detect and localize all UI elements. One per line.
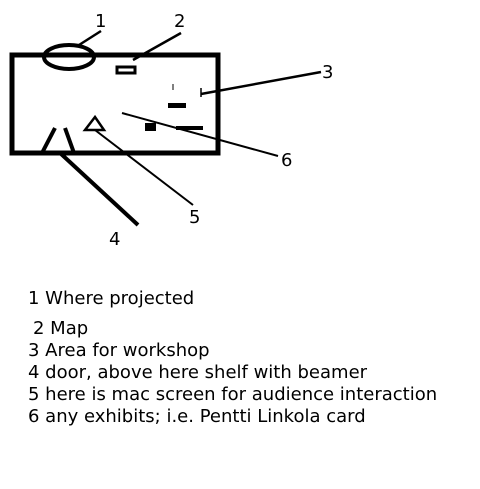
legend-item-exhibits: 6 any exhibits; i.e. Pentti Linkola card: [28, 406, 366, 427]
leader-line-5: [94, 129, 194, 206]
room-floor-plan: 1 2 3 4 5 6: [9, 11, 333, 250]
callout-number-1: 1: [95, 11, 106, 32]
workshop-area-mark: [168, 103, 186, 108]
leader-line-3: [200, 70, 322, 96]
leader-line-4: [57, 150, 140, 227]
door-line-left: [40, 127, 57, 154]
callout-number-2: 2: [174, 11, 185, 32]
door-line-right: [63, 127, 76, 154]
room-outline: [9, 52, 221, 156]
projection-area-marker: [42, 43, 96, 71]
callout-number-4: 4: [109, 229, 120, 250]
legend-item-mac-screen: 5 here is mac screen for audience intera…: [28, 384, 438, 405]
legend: 1 Where projected 2 Map 3 Area for works…: [28, 288, 437, 428]
legend-item-map: 2 Map: [33, 318, 89, 339]
mac-screen-marker: [82, 114, 107, 132]
exhibit-table-mark: [176, 126, 203, 130]
leader-line-2: [132, 31, 182, 62]
legend-item-projection: 1 Where projected: [28, 288, 195, 309]
callout-number-3: 3: [322, 62, 333, 83]
legend-item-workshop: 3 Area for workshop: [28, 340, 210, 361]
callout-number-6: 6: [281, 150, 292, 171]
legend-item-door: 4 door, above here shelf with beamer: [28, 362, 368, 383]
callout-number-5: 5: [189, 207, 200, 228]
leader-line-6: [121, 112, 279, 157]
leader-line-1: [78, 29, 102, 47]
exhibit-mark: [145, 123, 156, 131]
map-marker: [115, 65, 137, 75]
